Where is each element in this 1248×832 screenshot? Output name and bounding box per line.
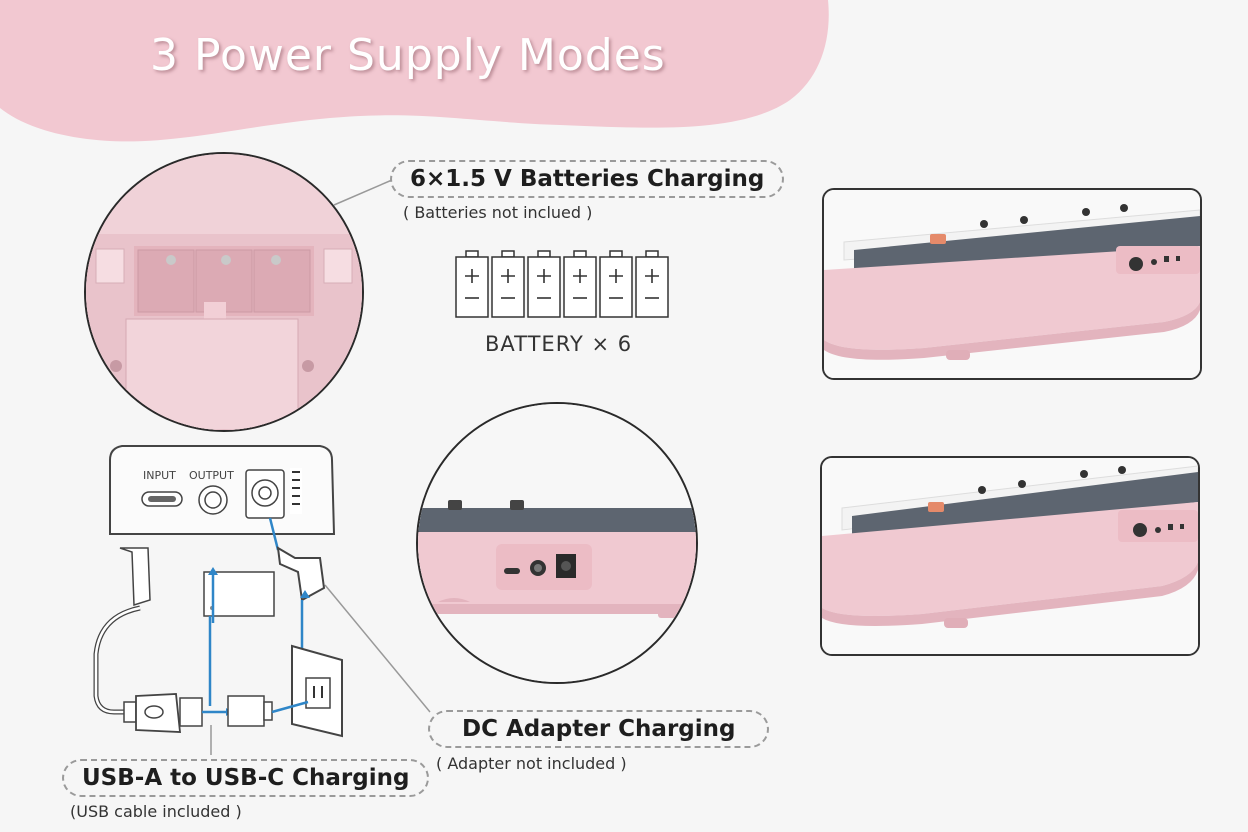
- battery-compartment-zoom: [84, 152, 364, 432]
- battery-icon: [599, 250, 633, 318]
- dc-mode-note: ( Adapter not included ): [436, 754, 627, 773]
- battery-icon: [455, 250, 489, 318]
- arrow-up-icon: [208, 567, 218, 623]
- battery-icon: [635, 250, 669, 318]
- title-banner: [0, 0, 829, 142]
- usb-mode-label: USB-A to USB-C Charging: [62, 759, 430, 797]
- battery-mode-note: ( Batteries not inclued ): [403, 203, 593, 222]
- keyboard-side-view-bottom: [820, 456, 1200, 656]
- keyboard-side-view-top: [822, 188, 1202, 380]
- panel-output-label: OUTPUT: [189, 469, 234, 482]
- battery-icon: [563, 250, 597, 318]
- panel-input-label: INPUT: [143, 469, 176, 482]
- dc-jack-zoom: [416, 402, 698, 684]
- battery-icon: [491, 250, 525, 318]
- wiring-diagram: [93, 445, 343, 738]
- battery-count-label: BATTERY × 6: [485, 332, 633, 356]
- battery-icon: [527, 250, 561, 318]
- page-title: 3 Power Supply Modes: [150, 30, 666, 81]
- usb-mode-note: (USB cable included ): [70, 802, 242, 821]
- dc-mode-label: DC Adapter Charging: [428, 710, 770, 748]
- arrow-up-icon: [300, 590, 310, 598]
- battery-mode-label: 6×1.5 V Batteries Charging: [390, 160, 785, 198]
- battery-icons: [455, 250, 669, 318]
